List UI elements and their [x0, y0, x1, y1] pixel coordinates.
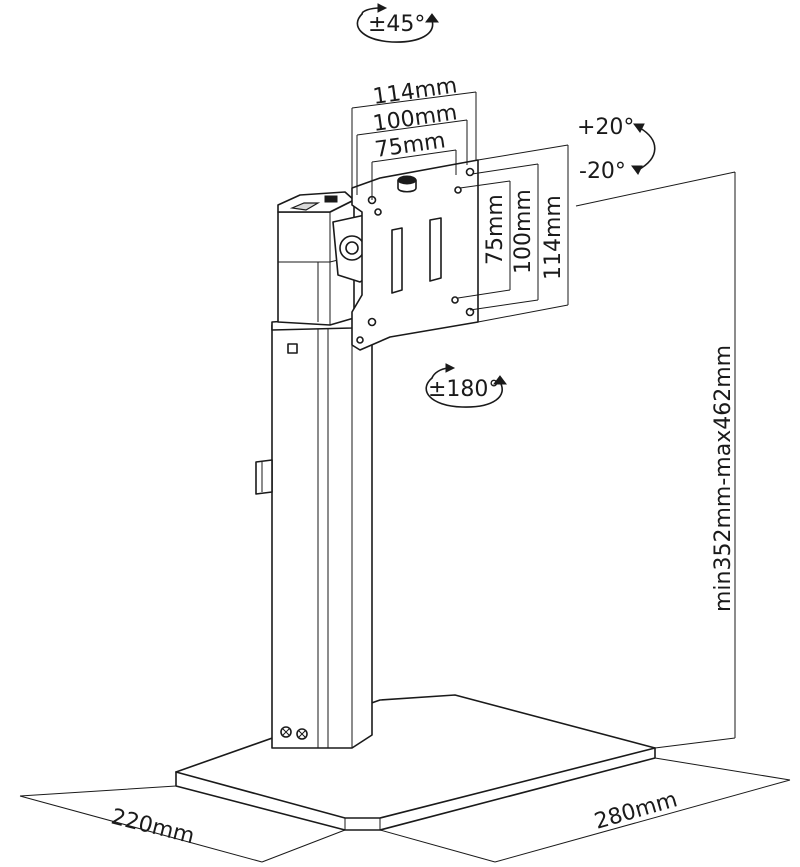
base-width-label: 280mm	[592, 787, 680, 834]
height-dimension	[575, 171, 736, 749]
height-range-label: min352mm-max462mm	[711, 345, 736, 612]
tilt-badge	[631, 123, 656, 175]
vesa-vertical-dimensions	[457, 144, 569, 323]
swivel-badge	[356, 3, 439, 43]
base-depth-label: 220mm	[109, 805, 197, 850]
base-plate	[175, 694, 656, 831]
base-dimensions	[19, 757, 791, 863]
rotation-angle-label: ±180°	[428, 377, 499, 402]
vesa-outer-height-label: 114mm	[541, 195, 566, 280]
vesa-plate	[351, 159, 479, 351]
tilt-up-label: +20°	[577, 115, 634, 140]
vesa-horizontal-dimensions	[351, 91, 477, 200]
tilt-down-label: -20°	[579, 159, 626, 184]
swivel-angle-label: ±45°	[368, 12, 425, 37]
vesa-mid-height-label: 100mm	[511, 189, 536, 274]
rotation-badge	[425, 363, 507, 408]
adjust-button	[287, 343, 298, 354]
vesa-inner-height-label: 75mm	[483, 194, 508, 265]
